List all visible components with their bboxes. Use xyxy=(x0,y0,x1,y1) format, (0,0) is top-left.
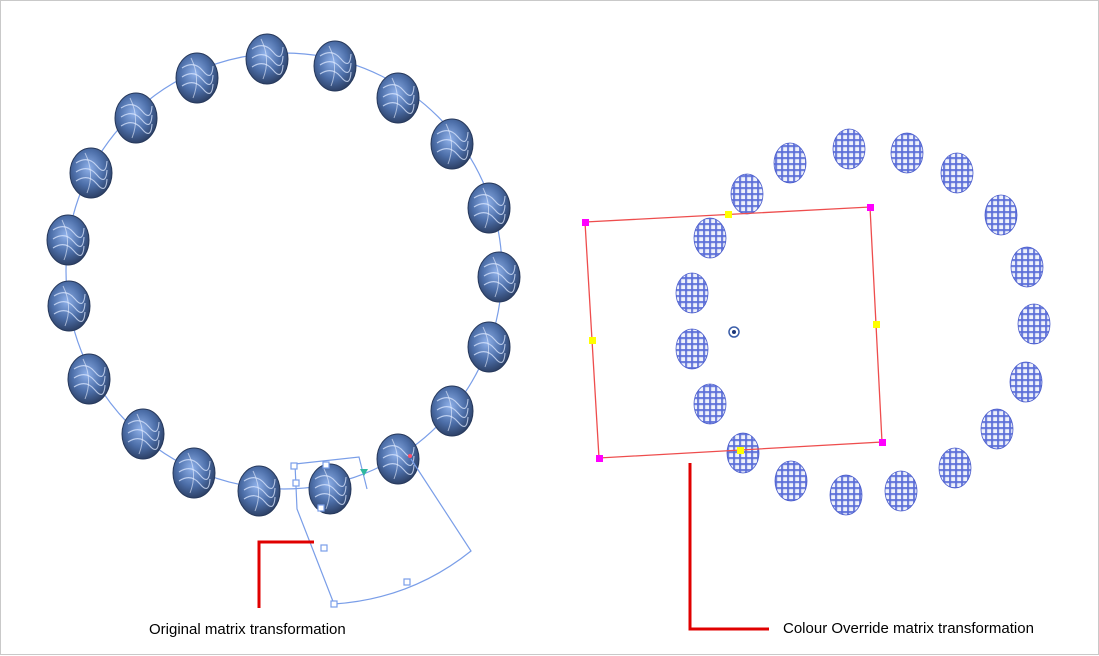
smoke-oval xyxy=(430,118,474,170)
plaid-oval xyxy=(1017,303,1051,345)
bbox-corner-handle[interactable] xyxy=(596,455,603,462)
bbox-mid-handle[interactable] xyxy=(725,211,732,218)
smoke-oval xyxy=(121,408,165,460)
envelope-handle[interactable] xyxy=(320,544,328,552)
pivot-center-dot xyxy=(732,330,736,334)
override-ring xyxy=(675,128,1051,516)
plaid-oval xyxy=(980,408,1014,450)
plaid-oval xyxy=(890,132,924,174)
plaid-oval xyxy=(693,383,727,425)
envelope-handle[interactable] xyxy=(290,462,298,470)
bbox-corner-handle[interactable] xyxy=(879,439,886,446)
plaid-oval xyxy=(832,128,866,170)
plaid-oval xyxy=(675,272,709,314)
original-ring xyxy=(46,33,521,517)
smoke-oval xyxy=(69,147,113,199)
smoke-oval xyxy=(67,353,111,405)
callout-override xyxy=(688,463,769,631)
deform-envelope xyxy=(290,454,472,608)
smoke-oval xyxy=(477,251,521,303)
plaid-oval xyxy=(940,152,974,194)
plaid-oval xyxy=(693,217,727,259)
plaid-oval xyxy=(1010,246,1044,288)
bbox-mid-handle[interactable] xyxy=(737,447,744,454)
anchor-dot xyxy=(408,454,412,458)
plaid-oval xyxy=(773,142,807,184)
plaid-oval xyxy=(1009,361,1043,403)
bbox-corner-handle[interactable] xyxy=(867,204,874,211)
plaid-oval xyxy=(884,470,918,512)
envelope-handle[interactable] xyxy=(403,578,411,586)
envelope-handle[interactable] xyxy=(330,600,338,608)
override-bounding-box[interactable] xyxy=(582,204,886,462)
envelope-handle[interactable] xyxy=(292,479,300,487)
plaid-oval xyxy=(984,194,1018,236)
smoke-oval xyxy=(172,447,216,499)
smoke-oval xyxy=(430,385,474,437)
bbox-corner-handle[interactable] xyxy=(582,219,589,226)
smoke-oval xyxy=(376,72,420,124)
smoke-oval xyxy=(175,52,219,104)
plaid-oval xyxy=(774,460,808,502)
plaid-oval xyxy=(675,328,709,370)
plaid-oval xyxy=(829,474,863,516)
smoke-oval xyxy=(308,463,352,515)
envelope-handle[interactable] xyxy=(322,461,330,469)
plaid-oval xyxy=(730,173,764,215)
smoke-oval xyxy=(237,465,281,517)
caption-override: Colour Override matrix transformation xyxy=(783,620,1034,637)
smoke-oval xyxy=(467,321,511,373)
smoke-oval xyxy=(313,40,357,92)
envelope-handle[interactable] xyxy=(317,504,325,512)
smoke-oval xyxy=(46,214,90,266)
pivot-marker-icon[interactable] xyxy=(360,469,368,476)
caption-original: Original matrix transformation xyxy=(149,621,346,638)
smoke-oval xyxy=(47,280,91,332)
bbox-mid-handle[interactable] xyxy=(589,337,596,344)
smoke-oval xyxy=(376,433,420,485)
callout-original xyxy=(257,540,314,608)
smoke-oval xyxy=(245,33,289,85)
bbox-mid-handle[interactable] xyxy=(873,321,880,328)
smoke-oval xyxy=(114,92,158,144)
smoke-oval xyxy=(467,182,511,234)
plaid-oval xyxy=(938,447,972,489)
